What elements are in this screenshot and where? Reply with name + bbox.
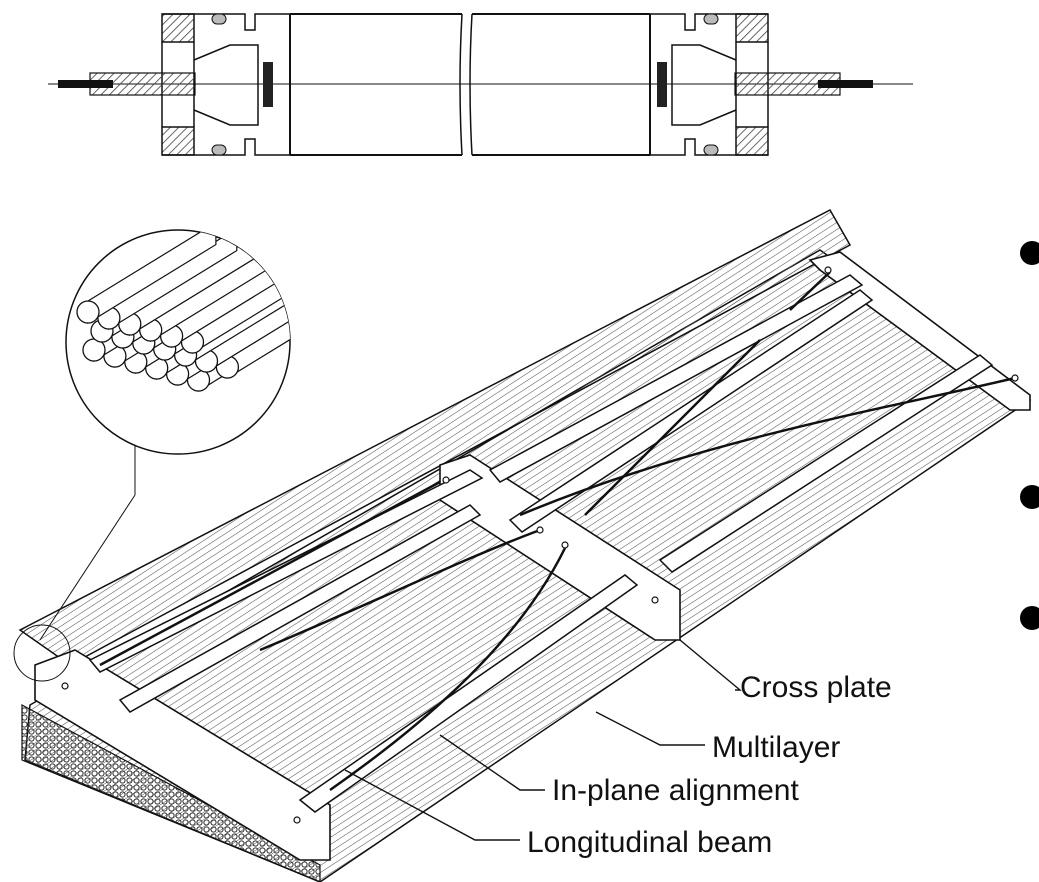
straw-end (76, 300, 100, 324)
multilayer-label: Multilayer (712, 731, 840, 764)
bullet-dot (1020, 485, 1039, 509)
bullet-dot (1020, 606, 1039, 630)
straw-module (18, 209, 1032, 882)
right-end-plug-top (735, 13, 769, 43)
callout-leaders (344, 639, 742, 841)
straw-end-highlight (13, 624, 71, 682)
top-straw-layer (18, 209, 852, 666)
straw-tube-section (48, 13, 913, 156)
in-plane-alignment-label: In-plane alignment (552, 774, 799, 807)
tension-wires (99, 271, 1016, 792)
bullet-dot (1020, 241, 1039, 265)
right-end-plug-bottom (735, 126, 769, 156)
cross-plate-label: Cross plate (740, 671, 892, 704)
slide-bullets (1020, 241, 1039, 630)
longitudinal-beam-label: Longitudinal beam (527, 826, 772, 859)
left-end-plug-bottom (161, 126, 195, 156)
longitudinal-beams (88, 274, 994, 813)
straw-zoom-detail (13, 229, 291, 682)
packed-straws (76, 230, 290, 393)
left-end-plug-top (161, 13, 195, 43)
plate-holes (61, 266, 1019, 824)
front-end-plate (34, 649, 331, 861)
